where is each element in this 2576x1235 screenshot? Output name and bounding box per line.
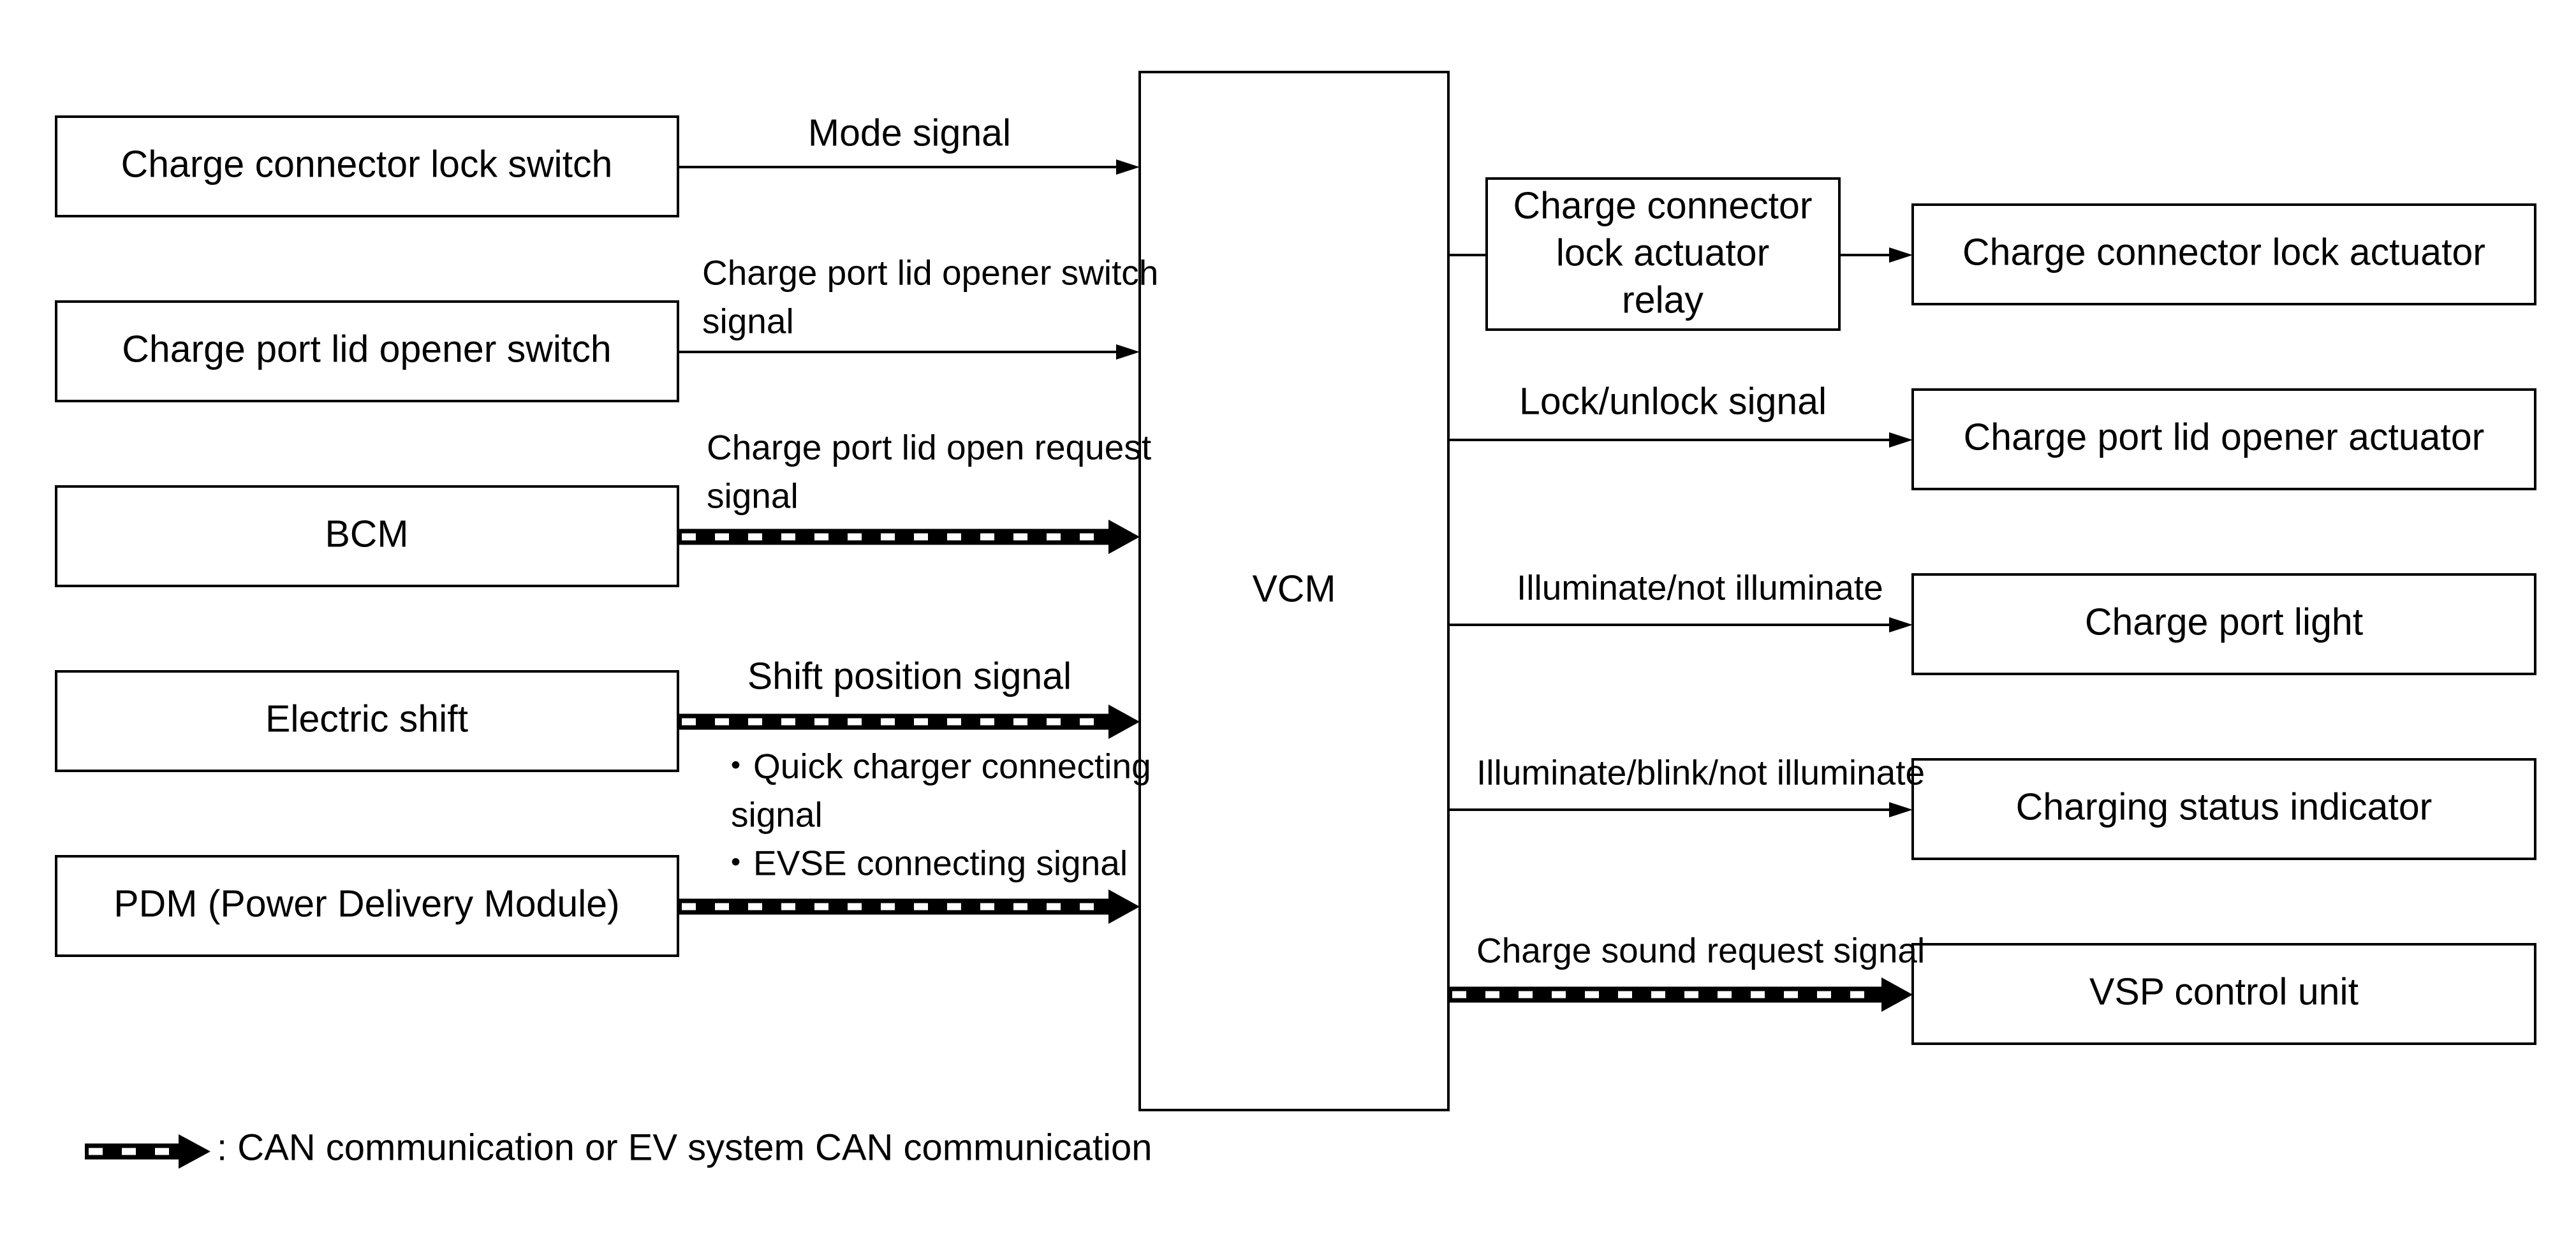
arrow-head-icon [1889,432,1913,448]
block-label: VSP control unit [2089,971,2359,1013]
connection-port-light-signal: Illuminate/not illuminate [1448,568,1913,632]
vcm-label: VCM [1252,568,1336,610]
block-lock-actuator-relay: Charge connector lock actuator relay [1485,177,1841,331]
signal-label: Illuminate/blink/not illuminate [1476,753,1925,793]
block-vcm: VCM [1138,71,1450,1111]
block-charging-status-indicator: Charging status indicator [1911,758,2536,860]
block-vsp-control-unit: VSP control unit [1911,943,2536,1045]
signal-label: ・Quick charger connecting [718,747,1151,786]
block-charge-port-lid-opener-actuator: Charge port lid opener actuator [1911,388,2536,490]
block-label: BCM [325,513,408,555]
signal-label: Illuminate/not illuminate [1517,568,1883,608]
signal-label: ・EVSE connecting signal [718,844,1128,883]
arrow-head-icon [1881,977,1913,1012]
signal-label: Shift position signal [747,655,1071,698]
block-label: Charge port lid opener actuator [1964,416,2485,458]
relay-label-line: lock actuator [1556,232,1770,274]
legend-text: : CAN communication or EV system CAN com… [217,1127,1152,1168]
signal-label: Mode signal [808,112,1011,154]
arrow-head-icon [1108,889,1140,924]
block-label: Charging status indicator [2016,786,2432,828]
block-label: PDM (Power Delivery Module) [114,883,619,925]
signal-label: Charge port lid open request [707,428,1151,467]
relay-label-line: relay [1622,279,1704,321]
signal-label: signal [702,302,794,341]
block-electric-shift: Electric shift [55,670,679,772]
connection-mode-signal: Mode signal [678,112,1140,175]
block-label: Charge connector lock actuator [1962,231,2485,274]
signal-label: Lock/unlock signal [1519,381,1827,423]
arrow-head-icon [1108,705,1140,739]
connection-lid-open-request-signal: Charge port lid open request signal [678,428,1151,554]
connection-shift-position-signal: Shift position signal [678,655,1140,739]
can-line-icon [85,1134,210,1169]
block-charge-port-lid-opener-switch: Charge port lid opener switch [55,300,679,402]
signal-label: Charge sound request signal [1476,931,1925,970]
block-label: Charge port lid opener switch [122,328,611,370]
block-label: Charge port light [2085,601,2363,643]
block-charge-connector-lock-actuator: Charge connector lock actuator [1911,203,2536,305]
connection-lid-opener-switch-signal: Charge port lid opener switch signal [678,253,1158,360]
connection-lock-unlock-signal: Lock/unlock signal [1448,381,1913,448]
block-bcm: BCM [55,485,679,587]
signal-label: signal [707,476,799,516]
arrow-head-icon [1889,247,1913,263]
block-label: Charge connector lock switch [121,143,613,186]
connection-charge-sound-request-signal: Charge sound request signal [1448,931,1925,1012]
block-charge-port-light: Charge port light [1911,573,2536,675]
relay-label-line: Charge connector [1513,185,1812,227]
arrow-head-icon [1116,159,1140,175]
block-pdm: PDM (Power Delivery Module) [55,855,679,957]
block-charge-connector-lock-switch: Charge connector lock switch [55,115,679,217]
connection-relay-to-lock-actuator [1839,247,1913,263]
block-label: Electric shift [265,698,468,740]
connection-status-indicator-signal: Illuminate/blink/not illuminate [1448,753,1925,817]
arrow-head-icon [1889,617,1913,632]
arrow-head-icon [1108,520,1140,554]
signal-label: signal [731,795,823,835]
connection-pdm-connecting-signals: ・Quick charger connecting signal ・EVSE c… [678,747,1151,924]
signal-label: Charge port lid opener switch [702,253,1158,293]
arrow-head-icon [1889,802,1913,817]
legend: : CAN communication or EV system CAN com… [85,1127,1152,1169]
arrow-head-icon [1116,344,1140,360]
